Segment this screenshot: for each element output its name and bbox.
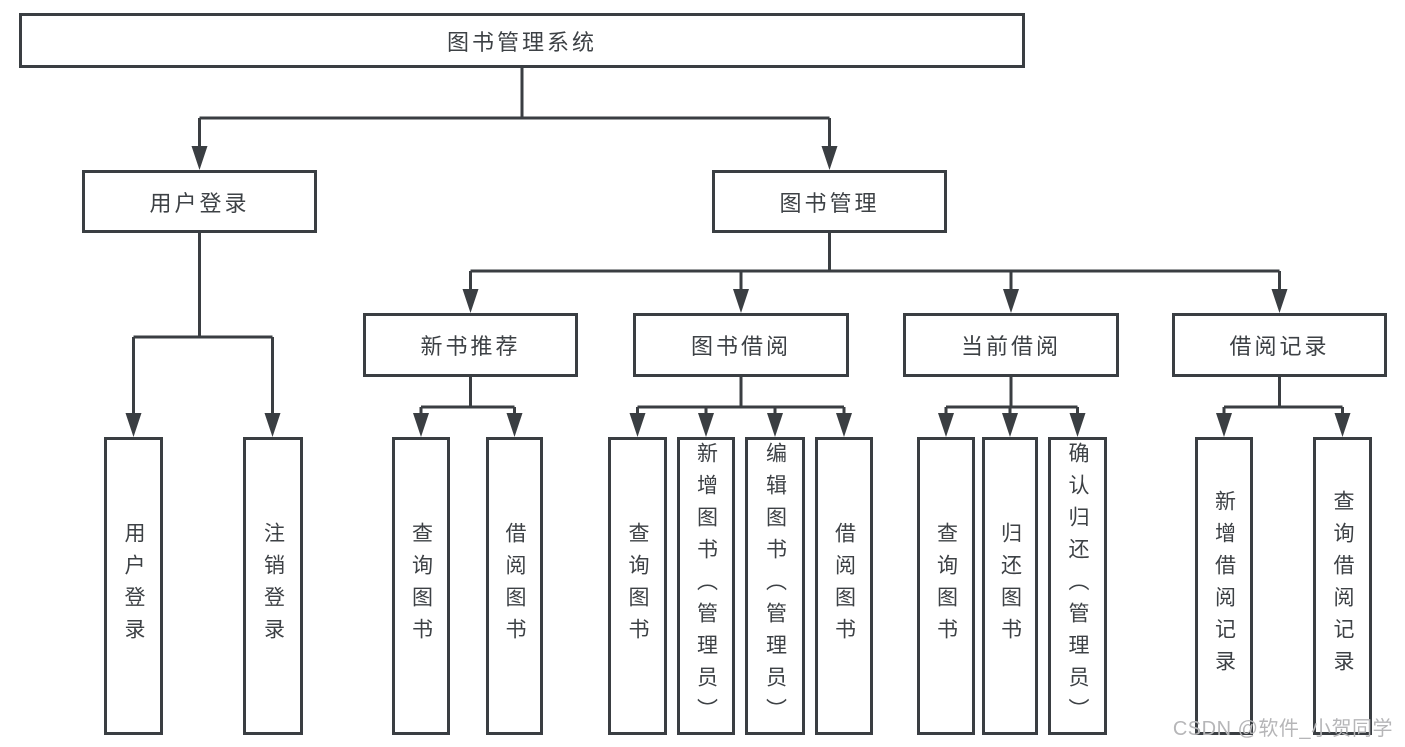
leaf-borrow-books-1: 借阅图书 — [486, 437, 543, 735]
leaf-query-books-3-label: 查询图书 — [934, 522, 958, 650]
node-book-management-label: 图书管理 — [779, 190, 880, 216]
leaf-logout: 注销登录 — [243, 437, 303, 735]
leaf-user-login: 用户登录 — [104, 437, 163, 735]
leaf-query-books-1-label: 查询图书 — [409, 522, 433, 650]
leaf-return-book: 归还图书 — [982, 437, 1038, 735]
node-current-borrow: 当前借阅 — [903, 313, 1119, 377]
leaf-query-books-1: 查询图书 — [392, 437, 450, 735]
node-borrow-records: 借阅记录 — [1172, 313, 1387, 377]
leaf-query-borrow-record: 查询借阅记录 — [1313, 437, 1372, 735]
node-root: 图书管理系统 — [19, 13, 1025, 68]
node-user-login-label: 用户登录 — [149, 190, 250, 216]
leaf-borrow-books-2: 借阅图书 — [815, 437, 873, 735]
leaf-add-book-admin: 新增图书（管理员） — [677, 437, 735, 735]
leaf-borrow-books-1-label: 借阅图书 — [503, 522, 526, 650]
leaf-query-books-2: 查询图书 — [608, 437, 667, 735]
leaf-add-borrow-record: 新增借阅记录 — [1195, 437, 1253, 735]
node-book-borrow-label: 图书借阅 — [690, 334, 791, 359]
node-user-login: 用户登录 — [82, 170, 317, 233]
node-new-book-recommend: 新书推荐 — [363, 313, 578, 377]
node-root-label: 图书管理系统 — [446, 29, 597, 55]
leaf-user-login-label: 用户登录 — [122, 522, 145, 650]
leaf-logout-label: 注销登录 — [261, 522, 285, 650]
leaf-confirm-return-admin-label: 确认归还（管理员） — [1066, 442, 1089, 730]
node-new-book-recommend-label: 新书推荐 — [420, 334, 521, 359]
leaf-borrow-books-2-label: 借阅图书 — [832, 522, 856, 650]
leaf-query-books-2-label: 查询图书 — [626, 522, 649, 650]
leaf-confirm-return-admin: 确认归还（管理员） — [1048, 437, 1107, 735]
node-book-borrow: 图书借阅 — [633, 313, 849, 377]
node-book-management: 图书管理 — [712, 170, 947, 233]
leaf-query-books-3: 查询图书 — [917, 437, 975, 735]
leaf-add-borrow-record-label: 新增借阅记录 — [1212, 490, 1236, 682]
watermark: CSDN @软件_小贺同学 — [1172, 718, 1393, 740]
leaf-edit-book-admin-label: 编辑图书（管理员） — [763, 442, 787, 730]
node-borrow-records-label: 借阅记录 — [1229, 334, 1330, 359]
leaf-add-book-admin-label: 新增图书（管理员） — [694, 442, 718, 730]
leaf-return-book-label: 归还图书 — [998, 522, 1022, 650]
node-current-borrow-label: 当前借阅 — [960, 334, 1061, 359]
leaf-edit-book-admin: 编辑图书（管理员） — [745, 437, 805, 735]
leaf-query-borrow-record-label: 查询借阅记录 — [1331, 490, 1354, 682]
